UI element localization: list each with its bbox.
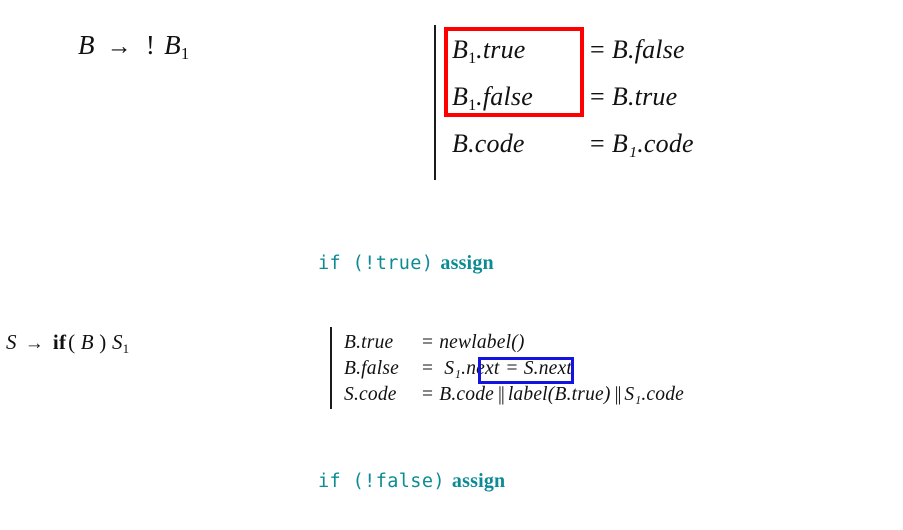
attr-s-next: S.next bbox=[523, 358, 573, 379]
annotation-if-not-false: if (!false) assign bbox=[318, 468, 505, 493]
equals-sign: = bbox=[590, 35, 605, 64]
semantic-rules-not: B1.true=B.false B1.false=B.true B.code=B… bbox=[446, 26, 694, 167]
equals-sign: = bbox=[422, 358, 434, 379]
production-if-keyword: if bbox=[52, 330, 67, 354]
attr-b-code: B.code bbox=[439, 384, 494, 405]
attr-symbol: B bbox=[452, 82, 469, 111]
attr-symbol: B bbox=[452, 35, 469, 64]
attr-b-code: B.code bbox=[446, 120, 588, 167]
semantic-rule-row: B.true =newlabel() bbox=[344, 330, 684, 356]
annotation-keyword: assign bbox=[451, 470, 506, 492]
attr-b-false: B.false bbox=[344, 358, 400, 379]
attr-subscript: 1 bbox=[468, 96, 477, 114]
attr-s1-next: S₁.next bbox=[444, 358, 500, 379]
arrow-icon: → bbox=[24, 333, 44, 354]
semantic-rules-if: B.true=newlabel() B.false=S₁.next=S.next… bbox=[344, 330, 684, 408]
not-operator: ! bbox=[145, 30, 156, 60]
production-not: B→!B1 bbox=[78, 30, 190, 64]
attr-b-true: B.true bbox=[344, 332, 394, 353]
semantic-rule-row: S.code=B.code||label(B.true)||S₁.code bbox=[344, 382, 684, 408]
production-not-head: B bbox=[78, 30, 95, 60]
attr-b-false: B.false bbox=[611, 35, 685, 64]
concat-operator: || bbox=[614, 384, 622, 405]
rule-separator-bar-2 bbox=[330, 327, 332, 409]
equals-sign-2: = bbox=[506, 358, 518, 379]
arrow-icon: → bbox=[106, 33, 132, 60]
attr-name: .code bbox=[468, 129, 525, 158]
attr-b1-true: B1.true bbox=[446, 26, 588, 77]
concat-operator: || bbox=[498, 384, 505, 405]
attr-b-true: B.true bbox=[611, 82, 678, 111]
semantic-rule-row: B1.false =B.true bbox=[446, 73, 694, 120]
production-not-body: B bbox=[164, 30, 181, 60]
annotation-keyword: assign bbox=[440, 252, 494, 274]
attr-symbol: B bbox=[452, 129, 469, 158]
equals-sign: = bbox=[422, 332, 434, 353]
semantic-rule-row: B1.true =B.false bbox=[446, 26, 694, 73]
attr-name: .true bbox=[476, 35, 526, 64]
close-paren: ) bbox=[99, 330, 107, 354]
annotation-code: if (!true) bbox=[318, 253, 434, 274]
attr-b1-false: B1.false bbox=[446, 73, 588, 124]
annotation-code: if (!false) bbox=[318, 471, 445, 492]
production-if-head: S bbox=[6, 330, 17, 354]
rule-separator-bar-1 bbox=[434, 25, 436, 180]
equals-sign: = bbox=[422, 384, 434, 405]
production-not-body-subscript: 1 bbox=[180, 44, 190, 64]
equals-sign: = bbox=[590, 82, 605, 111]
attr-name: .false bbox=[476, 82, 533, 111]
open-paren: ( bbox=[68, 330, 76, 354]
semantic-rule-row: B.code=B₁.code bbox=[446, 120, 694, 167]
attr-s-code: S.code bbox=[344, 384, 397, 405]
production-if-body: S bbox=[111, 330, 123, 354]
func-newlabel: newlabel() bbox=[439, 332, 525, 353]
semantic-rule-row: B.false=S₁.next=S.next bbox=[344, 356, 684, 382]
production-if-body-subscript: 1 bbox=[122, 340, 130, 356]
equals-sign: = bbox=[590, 129, 605, 158]
func-label: label(B.true) bbox=[507, 384, 611, 405]
production-if: S→if( B ) S1 bbox=[6, 330, 130, 356]
annotation-if-not-true: if (!true) assign bbox=[318, 250, 494, 275]
attr-s1-code: S₁.code bbox=[624, 384, 685, 405]
attr-subscript: 1 bbox=[468, 49, 477, 67]
production-if-condition: B bbox=[80, 330, 94, 354]
attr-b1-code: B₁.code bbox=[611, 129, 694, 158]
